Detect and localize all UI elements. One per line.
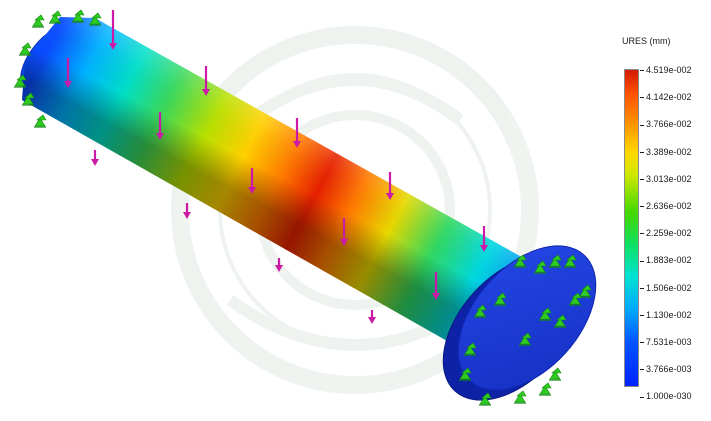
load-arrow-icon <box>156 112 164 140</box>
legend-tick-text: 2.259e-002 <box>646 228 692 239</box>
legend-colorbar <box>624 69 639 387</box>
load-arrow-icon <box>386 172 394 200</box>
legend-tick-mark <box>640 206 644 208</box>
legend-tick-label: 3.766e-003 <box>640 363 710 375</box>
fixture-icon <box>569 292 582 306</box>
legend-tick-label: 2.259e-002 <box>640 227 710 239</box>
legend-tick-text: 3.013e-002 <box>646 173 692 184</box>
pipe-shading <box>22 17 527 352</box>
fixture-icon <box>539 307 552 321</box>
load-arrow-icon <box>64 58 72 88</box>
fixture-icon <box>579 284 592 298</box>
watermark-seal <box>171 26 539 394</box>
fixture-icon <box>554 314 567 328</box>
fixture-icon <box>494 292 507 306</box>
legend-tick-label: 1.130e-002 <box>640 309 710 321</box>
legend-tick-text: 1.506e-002 <box>646 282 692 293</box>
legend-tick-mark <box>640 124 644 126</box>
load-arrow-icon <box>202 66 210 96</box>
legend-tick-text: 1.883e-002 <box>646 255 692 266</box>
legend-title: URES (mm) <box>622 36 671 46</box>
result-legend: URES (mm) 4.519e-002 4.142e-002 3.766e-002… <box>600 30 711 410</box>
legend-tick-label: 4.519e-002 <box>640 64 710 76</box>
fixture-icon <box>22 92 35 106</box>
load-arrow-icon <box>183 203 191 219</box>
fixture-icon <box>474 304 487 318</box>
fixture-icon <box>34 114 47 128</box>
load-arrow-icon <box>91 150 99 166</box>
fixture-icon <box>72 9 85 23</box>
fixture-icon <box>32 14 45 28</box>
load-arrow-icon <box>368 310 376 324</box>
legend-tick-label: 7.531e-003 <box>640 336 710 348</box>
legend-tick-label: 3.389e-002 <box>640 146 710 158</box>
fixture-icon <box>514 390 527 404</box>
end-flange <box>442 245 597 401</box>
fixture-icon <box>549 367 562 381</box>
legend-tick-mark <box>640 342 644 344</box>
legend-tick-mark <box>640 396 644 398</box>
load-arrow-icon <box>109 10 117 50</box>
legend-tick-text: 3.766e-002 <box>646 119 692 130</box>
legend-tick-mark <box>640 233 644 235</box>
legend-tick-mark <box>640 314 644 316</box>
fixture-icon <box>19 42 32 56</box>
legend-tick-text: 2.636e-002 <box>646 201 692 211</box>
legend-tick-label: 1.000e-030 <box>640 390 710 402</box>
fixture-icon <box>519 332 532 346</box>
fixture-icon <box>49 10 62 24</box>
fixture-icon <box>459 367 472 381</box>
fixture-icon <box>564 254 577 268</box>
legend-tick-mark <box>640 287 644 289</box>
legend-tick-text: 4.142e-002 <box>646 92 692 103</box>
legend-tick-mark <box>640 70 644 72</box>
load-arrow-icon <box>293 118 301 148</box>
load-arrow-icon <box>432 272 440 300</box>
legend-tick-text: 1.130e-002 <box>646 309 692 320</box>
legend-tick-label: 1.883e-002 <box>640 254 710 266</box>
fixture-icon <box>549 254 562 268</box>
fixture-icon <box>14 74 27 88</box>
legend-tick-label: 3.013e-002 <box>640 173 710 185</box>
legend-tick-label: 1.506e-002 <box>640 282 710 294</box>
fixture-icon <box>479 392 492 406</box>
fixture-icon <box>539 382 552 396</box>
legend-tick-label: 4.142e-002 <box>640 91 710 103</box>
fixture-icon <box>534 260 547 274</box>
legend-tick-text: 1.000e-030 <box>646 391 692 402</box>
fixture-icon <box>464 342 477 356</box>
fixture-markers <box>14 9 592 406</box>
fixture-icon <box>514 254 527 268</box>
legend-tick-mark <box>640 151 644 153</box>
legend-tick-text: 4.519e-002 <box>646 65 692 75</box>
load-arrow-icon <box>248 168 256 194</box>
legend-tick-label: 3.766e-002 <box>640 118 710 130</box>
legend-tick-text: 7.531e-003 <box>646 337 692 347</box>
legend-tick-label: 2.636e-002 <box>640 200 710 212</box>
load-arrow-icon <box>275 258 283 272</box>
load-arrow-icon <box>340 218 348 246</box>
legend-tick-text: 3.766e-003 <box>646 364 692 375</box>
load-arrow-icon <box>480 226 488 252</box>
legend-tick-mark <box>640 178 644 180</box>
legend-tick-mark <box>640 369 644 371</box>
fixture-icon <box>89 12 102 26</box>
load-arrows <box>64 10 488 324</box>
legend-tick-text: 3.389e-002 <box>646 146 692 157</box>
legend-tick-mark <box>640 260 644 262</box>
legend-tick-mark <box>640 97 644 99</box>
